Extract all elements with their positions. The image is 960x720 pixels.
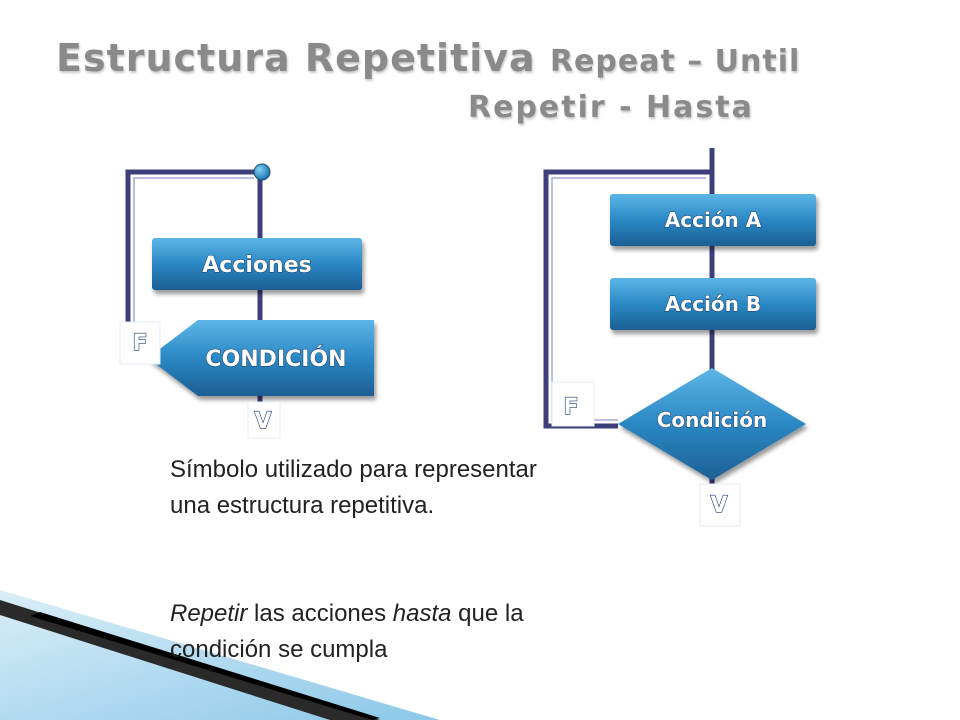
repeat-until-explanation: Repetir las acciones hasta que la condic… bbox=[170, 596, 620, 668]
right-true-flag-bg bbox=[699, 483, 741, 527]
left-condition-label: CONDICIÓN bbox=[205, 346, 346, 372]
left-action-box bbox=[152, 238, 362, 290]
title-line-1: Estructura Repetitiva Repeat – Until bbox=[56, 36, 800, 80]
right-false-label: F bbox=[563, 395, 578, 420]
title-repetir-hasta: Repetir - Hasta bbox=[468, 90, 754, 125]
left-connector-dot bbox=[253, 163, 271, 181]
right-action-a-label: Acción A bbox=[665, 208, 762, 232]
left-true-flag-bg bbox=[247, 401, 281, 439]
right-condition-diamond bbox=[618, 368, 806, 480]
right-true-label: V bbox=[710, 493, 727, 518]
right-false-flag-bg bbox=[551, 381, 595, 427]
slide-title: Estructura Repetitiva Repeat – Until Rep… bbox=[0, 0, 960, 140]
right-action-b-box bbox=[610, 278, 816, 330]
left-condition-shape bbox=[148, 320, 374, 396]
left-false-label: F bbox=[132, 331, 147, 356]
right-action-b-label: Acción B bbox=[665, 292, 761, 316]
until-word: hasta bbox=[392, 600, 452, 627]
right-condition-label: Condición bbox=[657, 408, 768, 432]
explanation-middle-1: las acciones bbox=[247, 600, 393, 627]
left-action-label: Acciones bbox=[202, 253, 311, 278]
right-flowchart: Acción A Acción B Condición F V bbox=[543, 148, 816, 527]
left-false-flag-bg bbox=[119, 321, 161, 365]
repeat-word: Repetir bbox=[170, 600, 248, 627]
title-repeat-until: Repeat – Until bbox=[549, 44, 801, 79]
left-flowchart: Acciones CONDICIÓN F V bbox=[119, 163, 374, 439]
title-main-text: Estructura Repetitiva bbox=[56, 36, 536, 80]
left-true-label: V bbox=[254, 409, 271, 434]
right-action-a-box bbox=[610, 194, 816, 246]
description-text: Símbolo utilizado para representar una e… bbox=[170, 456, 537, 519]
explanation-middle-2: que la condición se cumpla bbox=[170, 600, 524, 663]
